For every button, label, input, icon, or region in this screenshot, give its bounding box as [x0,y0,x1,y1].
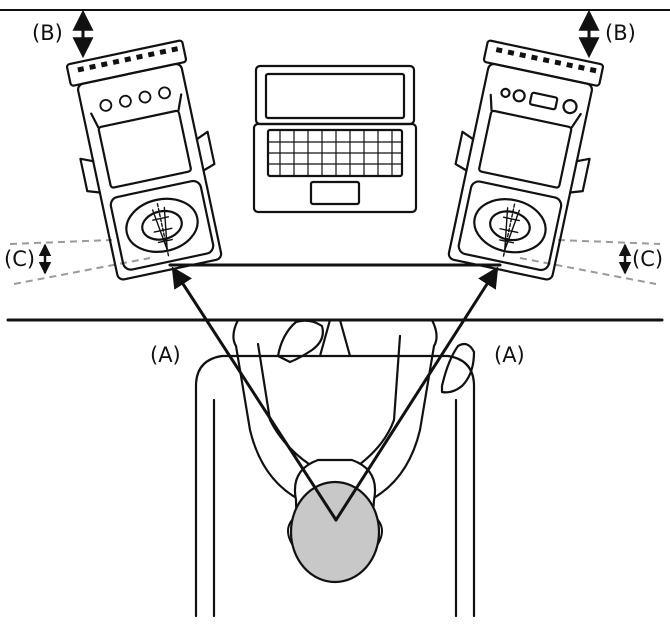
laptop [252,64,418,214]
listener-head [289,480,381,584]
label-a-right: (A) [494,343,525,367]
angle-reference-right [519,239,661,285]
listening-triangle [168,263,502,522]
label-c-left: (C) [4,247,35,271]
label-c-right: (C) [632,247,663,271]
left-speaker [65,39,223,281]
label-a-left: (A) [150,343,181,367]
listener-ear-right [377,519,383,545]
listener-ear-left [287,519,293,545]
right-speaker [447,39,605,281]
angle-reference-left [9,239,151,285]
label-b-right: (B) [605,21,636,45]
label-b-left: (B) [32,21,63,45]
